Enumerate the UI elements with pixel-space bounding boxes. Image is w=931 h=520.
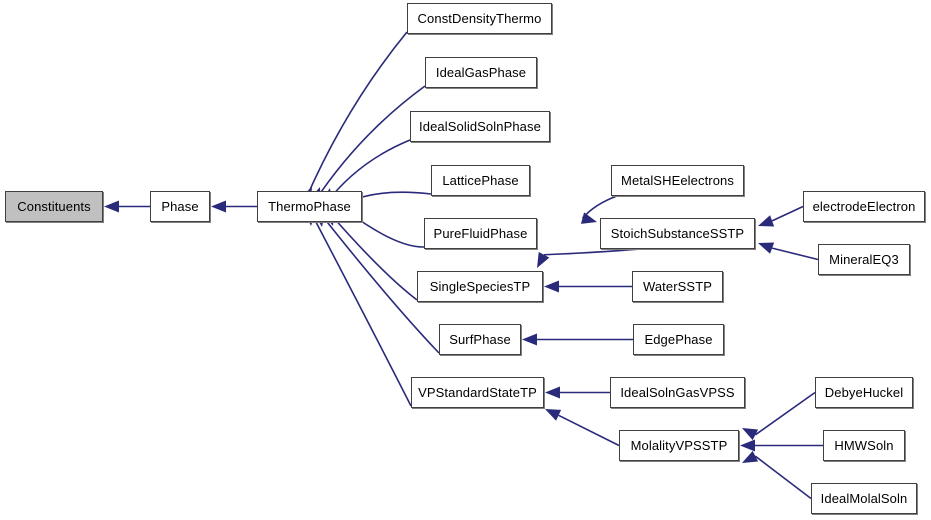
class-node-label: WaterSSTP — [642, 279, 713, 294]
class-node-label: Constituents — [17, 199, 91, 214]
class-node-phase[interactable]: Phase — [150, 191, 210, 222]
class-node-label: MineralEQ3 — [829, 252, 899, 267]
class-node-watersstp[interactable]: WaterSSTP — [632, 271, 723, 302]
class-node-purefluidphase[interactable]: PureFluidPhase — [424, 218, 537, 249]
class-node-label: StoichSubstanceSSTP — [610, 226, 745, 241]
class-node-label: IdealMolalSoln — [820, 491, 908, 506]
class-node-idealsolidsolnphase[interactable]: IdealSolidSolnPhase — [410, 111, 550, 142]
class-node-molalityvpsstp[interactable]: MolalityVPSSTP — [619, 430, 739, 461]
class-node-mineraleq3[interactable]: MineralEQ3 — [818, 244, 910, 275]
class-node-idealgasphase[interactable]: IdealGasPhase — [425, 57, 537, 88]
class-node-label: IdealGasPhase — [435, 65, 527, 80]
class-node-stoichsubstancesstp[interactable]: StoichSubstanceSSTP — [600, 218, 755, 249]
class-node-label: Phase — [161, 199, 199, 214]
class-node-label: MetalSHEelectrons — [621, 173, 734, 188]
class-node-debyehuckel[interactable]: DebyeHuckel — [815, 377, 913, 408]
class-node-surfphase[interactable]: SurfPhase — [439, 324, 521, 355]
class-node-edgephase[interactable]: EdgePhase — [633, 324, 724, 355]
class-node-label: DebyeHuckel — [824, 385, 904, 400]
class-node-label: IdealSolidSolnPhase — [419, 119, 541, 134]
class-node-constituents[interactable]: Constituents — [5, 191, 103, 222]
class-node-label: SingleSpeciesTP — [429, 279, 531, 294]
class-node-idealmolalsoln[interactable]: IdealMolalSoln — [811, 483, 917, 514]
class-node-label: VPStandardStateTP — [418, 385, 537, 400]
class-node-label: electrodeElectron — [812, 199, 916, 214]
class-node-label: MolalityVPSSTP — [630, 438, 728, 453]
class-node-metalsheelectrons[interactable]: MetalSHEelectrons — [611, 165, 744, 196]
class-node-label: HMWSoln — [834, 438, 894, 453]
class-node-label: SurfPhase — [449, 332, 511, 347]
class-node-idealsolngasvpss[interactable]: IdealSolnGasVPSS — [610, 377, 745, 408]
class-node-latticephase[interactable]: LatticePhase — [431, 165, 530, 196]
class-node-vpstandardstatetp[interactable]: VPStandardStateTP — [411, 377, 544, 408]
class-node-label: ConstDensityThermo — [417, 11, 542, 26]
class-node-label: IdealSolnGasVPSS — [620, 385, 735, 400]
class-node-electrodeelectron[interactable]: electrodeElectron — [803, 191, 925, 222]
class-node-hmwsoln[interactable]: HMWSoln — [823, 430, 905, 461]
class-node-label: LatticePhase — [442, 173, 519, 188]
class-node-thermophase[interactable]: ThermoPhase — [257, 191, 362, 222]
class-node-constdensitythermo[interactable]: ConstDensityThermo — [407, 3, 552, 34]
class-node-singlespeciestp[interactable]: SingleSpeciesTP — [417, 271, 543, 302]
class-node-label: PureFluidPhase — [433, 226, 528, 241]
class-node-label: ThermoPhase — [268, 199, 351, 214]
class-node-label: EdgePhase — [644, 332, 713, 347]
